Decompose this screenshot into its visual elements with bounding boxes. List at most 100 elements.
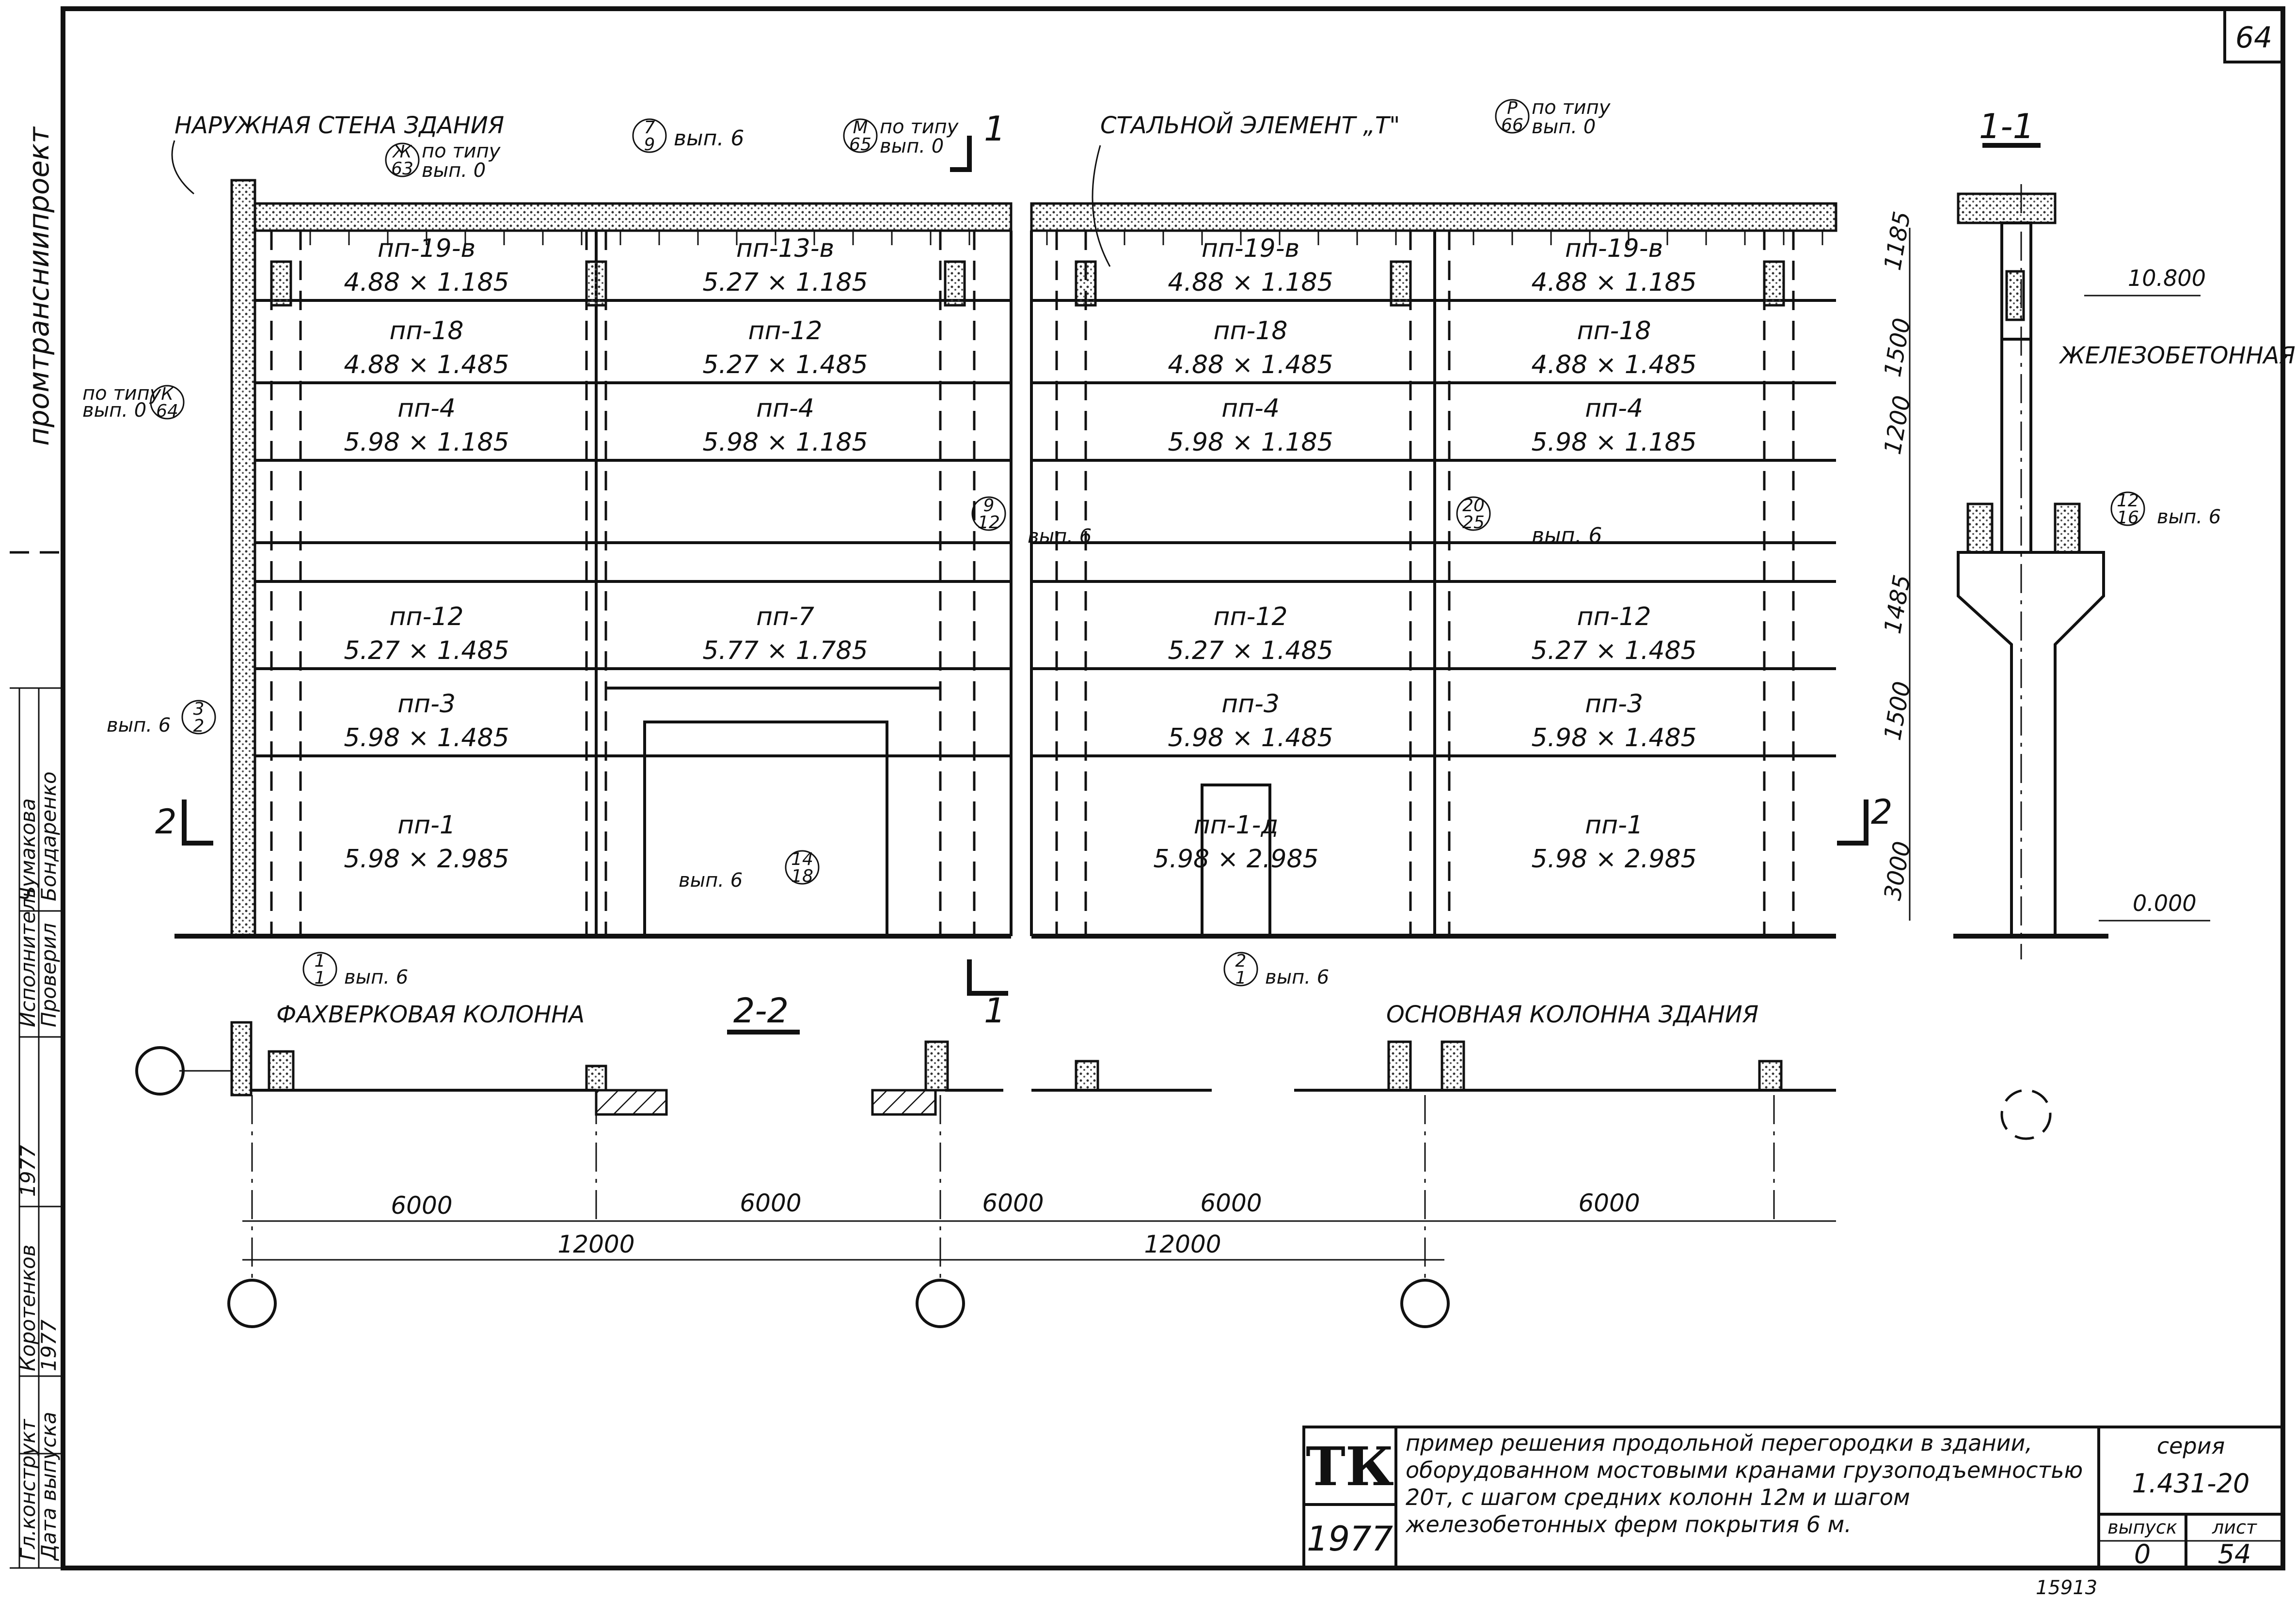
callout-text: по типу bbox=[422, 140, 501, 162]
callout-top: 3 bbox=[193, 699, 205, 719]
callout-text: вып. 6 bbox=[1028, 525, 1092, 548]
callout-bottom: 1 bbox=[315, 968, 326, 988]
panel-size: 4.88 × 1.485 bbox=[344, 350, 509, 379]
callout-text: вып. 6 bbox=[2157, 506, 2221, 528]
cut-mark-2-left bbox=[182, 800, 213, 846]
sidebar-release-label: Дата выпуска bbox=[37, 1411, 61, 1561]
panel-size: 5.98 × 2.985 bbox=[1153, 845, 1318, 874]
panel-name: пп-4 bbox=[1585, 394, 1643, 423]
sidebar-org: промтрансниипроект bbox=[22, 126, 55, 446]
callout-bottom: 18 bbox=[791, 866, 813, 886]
section-2-2: 2-2 6000 6000 6000 6000 6000 bbox=[135, 991, 1836, 1328]
span-dim: 6000 bbox=[1200, 1189, 1262, 1217]
section-1-1: 1-1 1185 1500 1200 1485 1500 3000 10.800… bbox=[1879, 107, 2210, 1140]
callout-bottom: 16 bbox=[2117, 508, 2139, 528]
roof-slab bbox=[253, 202, 1013, 232]
panel-name: пп-12 bbox=[390, 602, 464, 631]
sheet-value: 54 bbox=[2218, 1539, 2251, 1569]
outer-wall-label: НАРУЖНАЯ СТЕНА ЗДАНИЯ bbox=[174, 112, 504, 139]
drawing-frame: 64 bbox=[61, 6, 2285, 1570]
callout-text: вып. 6 bbox=[679, 869, 743, 892]
cut-mark-2-right bbox=[1837, 800, 1868, 846]
year: 1977 bbox=[1307, 1519, 1393, 1559]
callout-bottom: 25 bbox=[1462, 513, 1485, 533]
panel-labels: пп-19-в 4.88 × 1.185 пп-13-в 5.27 × 1.18… bbox=[344, 234, 1696, 874]
sidebar-stamp: промтрансниипроект Чумакова Бондаренко И… bbox=[10, 126, 63, 1569]
sidebar-role-2: Исполнитель bbox=[16, 886, 40, 1027]
panel-size: 5.98 × 1.185 bbox=[702, 428, 868, 457]
panel-size: 5.27 × 1.485 bbox=[702, 350, 868, 379]
sidebar-date-1: 1977 bbox=[16, 1145, 40, 1197]
panel-name: пп-1 bbox=[1585, 811, 1643, 840]
callout-bottom: 66 bbox=[1501, 115, 1523, 135]
page-number-box bbox=[2223, 7, 2284, 63]
panel-size: 4.88 × 1.185 bbox=[1531, 268, 1696, 297]
panel-size: 5.27 × 1.185 bbox=[702, 268, 868, 297]
panel-name: пп-18 bbox=[1577, 316, 1651, 345]
cut-mark-1-top-label: 1 bbox=[984, 109, 1006, 149]
level-top: 10.800 bbox=[2128, 265, 2206, 291]
callout-text: вып. 6 bbox=[674, 126, 744, 151]
panel-size: 5.98 × 1.185 bbox=[1168, 428, 1333, 457]
callout-top: 2 bbox=[1235, 951, 1247, 971]
panel-name: пп-18 bbox=[1214, 316, 1288, 345]
callout-text: по типу bbox=[82, 382, 162, 405]
annotations: НАРУЖНАЯ СТЕНА ЗДАНИЯ СТАЛЬНОЙ ЭЛЕМЕНТ „… bbox=[82, 96, 2296, 1028]
series-label: серия bbox=[2157, 1433, 2225, 1459]
span-dim: 6000 bbox=[982, 1189, 1044, 1217]
panel-name: пп-12 bbox=[1214, 602, 1288, 631]
callout-bottom: 63 bbox=[391, 159, 413, 179]
sidebar-release-value: 1977 bbox=[37, 1319, 61, 1371]
panel-name: пп-4 bbox=[397, 394, 456, 423]
callout-top: Ж bbox=[392, 142, 413, 162]
total-dim: 12000 bbox=[1144, 1230, 1221, 1258]
span-dim: 6000 bbox=[740, 1189, 801, 1217]
panel-size: 4.88 × 1.185 bbox=[1168, 268, 1333, 297]
callout-text2: вып. 0 bbox=[880, 135, 944, 157]
callout-text2: вып. 0 bbox=[422, 159, 486, 182]
panel-name: пп-19-в bbox=[1202, 234, 1299, 263]
panel-name: пп-3 bbox=[1221, 690, 1280, 719]
footer-stamp: 15913 bbox=[2036, 1577, 2097, 1599]
elevation-drawing: 1 1 2 2 bbox=[155, 109, 1893, 1031]
title-description: пример решения продольной перегородки в … bbox=[1406, 1430, 2083, 1537]
callout-bottom: 1 bbox=[1235, 968, 1247, 988]
panel-size: 4.88 × 1.185 bbox=[344, 268, 509, 297]
callout-top: 20 bbox=[1462, 496, 1485, 516]
panel-size: 4.88 × 1.485 bbox=[1531, 350, 1696, 379]
panel-size: 5.77 × 1.785 bbox=[702, 636, 868, 665]
cut-mark-2-right-label: 2 bbox=[1871, 792, 1893, 832]
sidebar-name-2: Бондаренко bbox=[37, 771, 61, 901]
roof-ribs bbox=[270, 231, 1823, 245]
cut-mark-1-bottom bbox=[967, 959, 1008, 996]
callout-bottom: 2 bbox=[193, 716, 205, 736]
callout-top: 14 bbox=[791, 849, 813, 869]
panel-name: пп-4 bbox=[1221, 394, 1280, 423]
panel-name: пп-3 bbox=[397, 690, 456, 719]
panel-size: 5.98 × 1.485 bbox=[344, 723, 509, 752]
callout-text2: вып. 0 bbox=[82, 399, 146, 422]
callout-top: 12 bbox=[2117, 491, 2139, 511]
callout-text: по типу bbox=[1532, 96, 1611, 119]
span-dim: 6000 bbox=[391, 1191, 452, 1220]
main-column-label: ОСНОВНАЯ КОЛОННА ЗДАНИЯ bbox=[1386, 1001, 1758, 1028]
section-2-2-title: 2-2 bbox=[733, 991, 789, 1031]
panel-name: пп-4 bbox=[756, 394, 814, 423]
panel-size: 5.98 × 2.985 bbox=[344, 845, 509, 874]
callout-text2: вып. 0 bbox=[1532, 116, 1596, 138]
steel-element-label: СТАЛЬНОЙ ЭЛЕМЕНТ „Т" bbox=[1100, 111, 1400, 139]
panel-name: пп-1-д bbox=[1194, 811, 1279, 840]
wind-column-label: ФАХВЕРКОВАЯ КОЛОННА bbox=[276, 1001, 585, 1028]
page-number: 64 bbox=[2235, 21, 2272, 55]
sheet-label: лист bbox=[2212, 1517, 2258, 1538]
panel-size: 5.27 × 1.485 bbox=[1168, 636, 1333, 665]
panel-name: пп-12 bbox=[1577, 602, 1651, 631]
issue-label: выпуск bbox=[2107, 1517, 2177, 1538]
panel-size: 5.98 × 1.485 bbox=[1531, 723, 1696, 752]
callout-top: 9 bbox=[983, 496, 995, 516]
cut-mark-1-top bbox=[950, 136, 972, 172]
panel-name: пп-18 bbox=[390, 316, 464, 345]
callout-top: М bbox=[853, 118, 868, 138]
panel-size: 5.98 × 1.185 bbox=[344, 428, 509, 457]
